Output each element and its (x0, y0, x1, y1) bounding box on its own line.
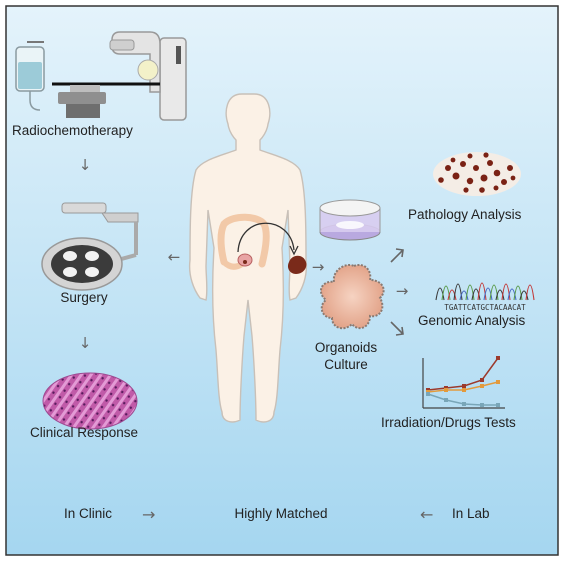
chromatogram-icon (435, 282, 535, 301)
pathology-analysis-label: Pathology Analysis (408, 207, 522, 222)
genomic-analysis-label: Genomic Analysis (418, 313, 526, 328)
tumor-sample-icon (287, 255, 307, 274)
irradiation-drugs-tests-label: Irradiation/Drugs Tests (381, 415, 516, 430)
arrow-down-icon: ↓ (79, 334, 92, 352)
organoid-icon (319, 264, 385, 330)
organoids-label: Organoids (314, 340, 378, 355)
arrow-left-icon: ← (420, 505, 434, 524)
petri-dish-icon (319, 199, 381, 241)
dna-sequence-label: TGATTCATGCTACAACAT (444, 303, 526, 312)
in-lab-label: In Lab (452, 506, 490, 521)
radiochemotherapy-label: Radiochemotherapy (12, 123, 133, 138)
surgical-lamp-icon (41, 202, 139, 291)
iv-bag-icon (15, 41, 45, 111)
pathology-slide-icon (433, 152, 521, 196)
arrow-right-icon: → (142, 505, 156, 524)
clinical-response-label: Clinical Response (29, 425, 139, 440)
radiotherapy-machine-icon (52, 31, 187, 121)
curved-arrow-head (289, 245, 299, 256)
line-chart-icon (422, 356, 505, 409)
surgery-label: Surgery (60, 290, 108, 305)
arrow-right-icon: → (312, 258, 325, 276)
arrow-down-icon: ↓ (79, 156, 92, 174)
arrow-right-icon: → (396, 282, 409, 300)
arrow-left-icon: ← (168, 248, 181, 266)
arrow-up-right-icon (390, 249, 404, 263)
tissue-slide-icon (42, 372, 138, 430)
in-clinic-label: In Clinic (64, 506, 113, 521)
human-body-icon (188, 93, 308, 423)
culture-label: Culture (324, 357, 368, 372)
highly-matched-label: Highly Matched (234, 506, 328, 521)
arrow-down-right-icon (390, 321, 404, 335)
